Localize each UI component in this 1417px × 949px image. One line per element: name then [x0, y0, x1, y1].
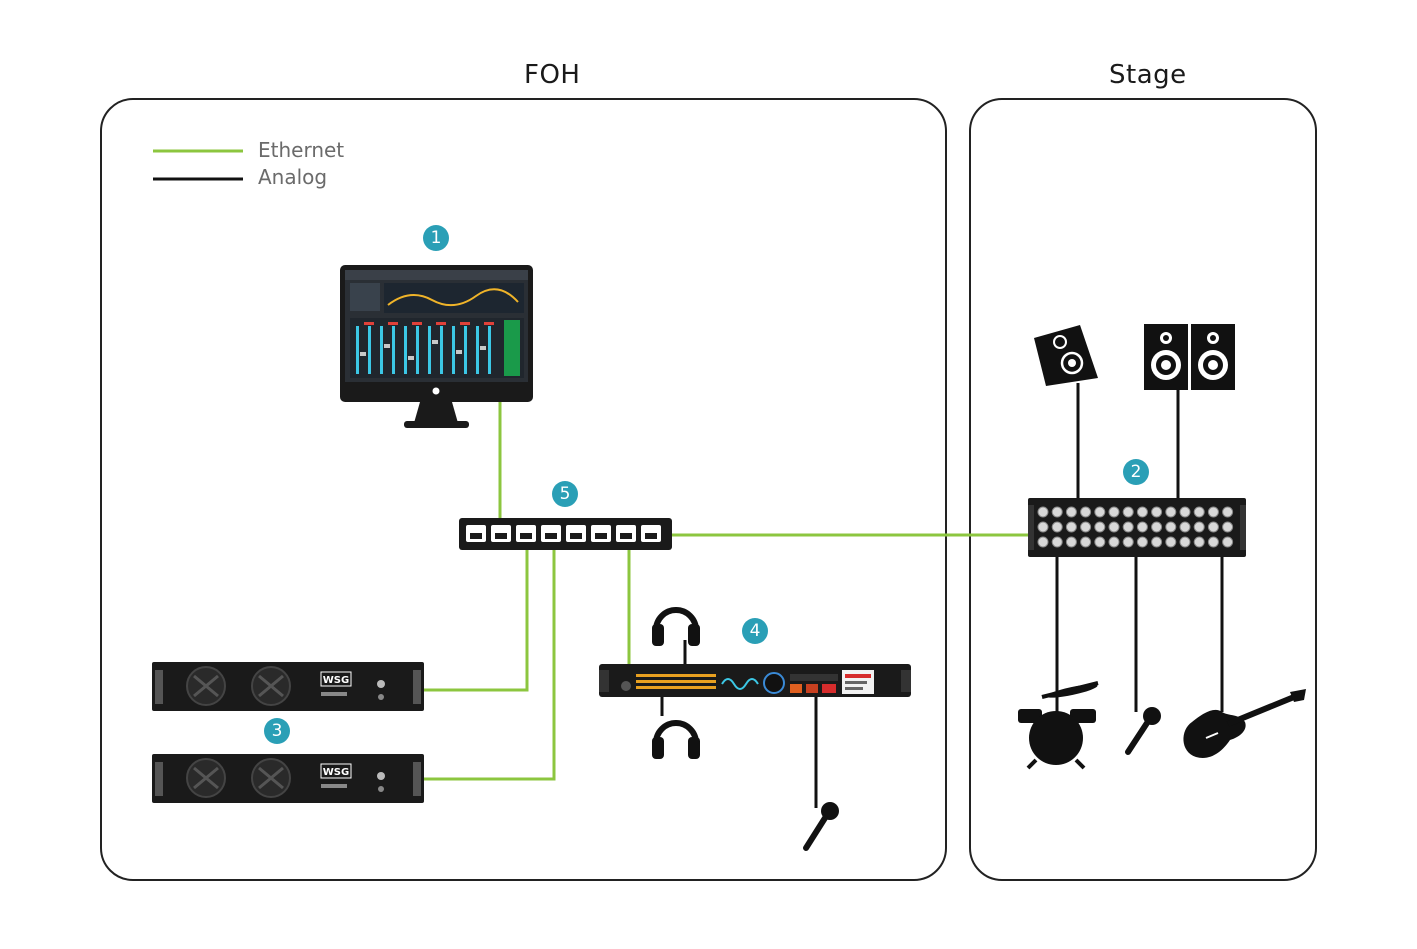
xlr-connector	[1037, 506, 1049, 518]
badge-computer: 1	[423, 225, 449, 251]
xlr-connector	[1222, 521, 1234, 533]
server-2-logo: WSG	[323, 767, 349, 778]
xlr-connector	[1222, 506, 1234, 518]
xlr-connector	[1179, 536, 1191, 548]
drum-kit-icon	[1018, 681, 1099, 770]
badge-io-interface: 4	[742, 618, 768, 644]
pa-speakers-icon	[1144, 324, 1235, 390]
analog-connections	[660, 383, 1224, 808]
xlr-connector	[1080, 521, 1092, 533]
xlr-connector	[1193, 521, 1205, 533]
xlr-connector	[1094, 521, 1106, 533]
xlr-connector	[1122, 536, 1134, 548]
badge-servers: 3	[264, 718, 290, 744]
stage-microphone-icon	[1125, 707, 1161, 755]
xlr-connector	[1193, 506, 1205, 518]
xlr-connector	[1080, 506, 1092, 518]
server-1-logo: WSG	[323, 675, 349, 686]
xlr-connector	[1165, 536, 1177, 548]
xlr-connector	[1179, 521, 1191, 533]
xlr-connector	[1136, 521, 1148, 533]
xlr-connector	[1151, 506, 1163, 518]
xlr-connector	[1193, 536, 1205, 548]
xlr-connector	[1051, 506, 1063, 518]
xlr-connector	[1122, 521, 1134, 533]
xlr-connector	[1151, 521, 1163, 533]
server-unit-2-icon: WSG	[152, 754, 424, 803]
xlr-connector	[1207, 506, 1219, 518]
xlr-connector	[1108, 506, 1120, 518]
xlr-connector	[1037, 521, 1049, 533]
foh-zone-title: FOH	[524, 60, 581, 90]
badge-stage-box: 2	[1123, 459, 1149, 485]
stage-zone-title: Stage	[1109, 60, 1187, 90]
badge-switch: 5	[552, 481, 578, 507]
xlr-connector	[1165, 521, 1177, 533]
xlr-connector	[1136, 536, 1148, 548]
audio-interface-icon	[599, 664, 911, 697]
ethernet-switch-to-server-1	[424, 550, 529, 692]
computer-monitor-icon	[340, 265, 533, 428]
network-switch-icon	[459, 518, 672, 550]
xlr-connector	[1136, 506, 1148, 518]
xlr-connector	[1165, 506, 1177, 518]
xlr-connector	[1094, 536, 1106, 548]
stage-box-connectors	[1037, 506, 1234, 548]
foh-microphone-icon	[803, 802, 839, 851]
stage-monitor-wedge-icon	[1034, 325, 1098, 386]
xlr-connector	[1051, 536, 1063, 548]
xlr-connector	[1207, 536, 1219, 548]
xlr-connector	[1179, 506, 1191, 518]
electric-guitar-icon	[1183, 689, 1306, 758]
stage-zone-frame	[969, 98, 1317, 881]
xlr-connector	[1108, 536, 1120, 548]
xlr-connector	[1065, 536, 1077, 548]
headphones-top-icon	[652, 607, 700, 646]
xlr-connector	[1065, 521, 1077, 533]
ethernet-connections	[424, 402, 1028, 781]
xlr-connector	[1207, 521, 1219, 533]
xlr-connector	[1094, 506, 1106, 518]
xlr-connector	[1065, 506, 1077, 518]
stage-box-icon	[1028, 498, 1246, 557]
xlr-connector	[1037, 536, 1049, 548]
server-unit-1-icon: WSG	[152, 662, 424, 711]
xlr-connector	[1051, 521, 1063, 533]
xlr-connector	[1151, 536, 1163, 548]
ethernet-switch-to-server-2	[424, 550, 556, 781]
foh-zone-frame	[100, 98, 947, 881]
xlr-connector	[1122, 506, 1134, 518]
legend-analog-label: Analog	[258, 165, 328, 189]
xlr-connector	[1222, 536, 1234, 548]
legend-ethernet-label: Ethernet	[258, 138, 345, 162]
headphones-bottom-icon	[652, 720, 700, 759]
xlr-connector	[1108, 521, 1120, 533]
xlr-connector	[1080, 536, 1092, 548]
